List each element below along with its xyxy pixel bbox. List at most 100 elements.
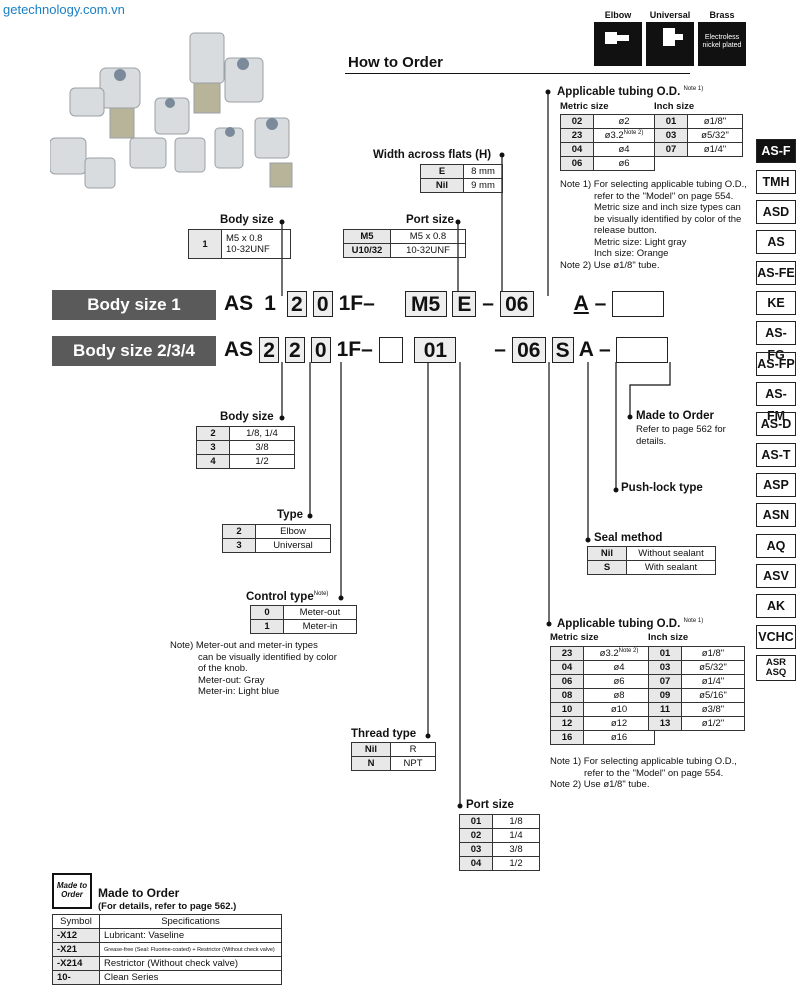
tubing-2-m-key-3: 08	[550, 688, 584, 703]
code2-prefix: AS	[224, 338, 254, 361]
elbow-icon	[594, 22, 642, 66]
variant-brass-label: Brass	[709, 10, 735, 20]
sidebar-tab-as-fe[interactable]: AS-FE	[756, 261, 796, 285]
page-title: How to Order	[348, 54, 444, 71]
sidebar-tab-tmh[interactable]: TMH	[756, 170, 796, 194]
control-notes: Note) Meter-out and meter-in types can b…	[170, 640, 350, 698]
tubing-1-m-key-1: 23	[560, 128, 594, 143]
mto-box-title: Made to Order	[98, 886, 180, 900]
tubing-1-metric-label: Metric size	[560, 101, 609, 112]
type-key-1: 3	[222, 538, 256, 553]
variant-elbow-label: Elbow	[604, 10, 632, 20]
code1-type: 2	[286, 291, 307, 318]
sidebar-tab-as-t[interactable]: AS-T	[756, 443, 796, 467]
tubing-2-note-1: refer to the "Model" on page 554.	[584, 767, 724, 779]
code1-width: E	[452, 291, 477, 318]
brass-badge: Electroless nickel plated	[698, 22, 746, 66]
sidebar-tab-ak[interactable]: AK	[756, 594, 796, 618]
tubing-2-label: Applicable tubing O.D. Note 1)	[557, 618, 703, 630]
port-2-key-3: 04	[459, 856, 493, 871]
tubing-2-m-val-3: ø8	[583, 688, 655, 703]
tubing-2-i-val-4: ø3/8"	[681, 702, 745, 717]
body-size-1-label: Body size	[220, 214, 274, 226]
brass-badge-text: Electroless nickel plated	[702, 34, 742, 49]
tubing-2-m-key-1: 04	[550, 660, 584, 675]
code2-port: 01	[414, 337, 457, 364]
mto-callout-label: Made to Order	[636, 410, 714, 422]
body-size-2-val-0: 1/8, 1/4	[229, 426, 295, 441]
width-flats-label: Width across flats (H)	[373, 149, 492, 161]
width-flats-val-1: 9 mm	[463, 178, 503, 193]
sidebar-tab-asr-asq[interactable]: ASR ASQ	[756, 655, 796, 681]
mto-callout-text-0: Refer to page 562 for	[636, 424, 726, 435]
tubing-1-notes: Note 1) For selecting applicable tubing …	[560, 179, 750, 271]
code1-body: 1	[264, 292, 276, 315]
tubing-1-note-2: Metric size and inch size types can	[594, 202, 741, 213]
tubing-1-m-key-3: 06	[560, 156, 594, 171]
sidebar-tab-ke[interactable]: KE	[756, 291, 796, 315]
control-key-0: 0	[250, 605, 284, 620]
tubing-2-m-key-6: 16	[550, 730, 584, 745]
tubing-2-m-val-0: ø3.2Note 2)	[583, 646, 655, 661]
tubing-2-note-2: Note 2) Use ø1/8" tube.	[550, 779, 650, 790]
tubing-1-m-val-2: ø4	[593, 142, 655, 157]
code2-dash2: –	[598, 338, 611, 361]
sidebar-tab-asv[interactable]: ASV	[756, 564, 796, 588]
port-2-val-1: 1/4	[492, 828, 540, 843]
tubing-1-m-val-0: ø2	[593, 114, 655, 129]
port-2-key-1: 02	[459, 828, 493, 843]
port-size-1-label: Port size	[406, 214, 454, 226]
sidebar-tab-as-fp[interactable]: AS-FP	[756, 352, 796, 376]
code2-type: 2	[284, 337, 305, 364]
port-size-1-val-0: M5 x 0.8	[390, 229, 466, 244]
control-note-1: can be visually identified by color	[198, 651, 337, 663]
tubing-1-label-text: Applicable tubing O.D.	[557, 86, 681, 98]
sidebar-tab-aq[interactable]: AQ	[756, 534, 796, 558]
tubing-2-metric-label: Metric size	[550, 632, 599, 643]
sidebar-tab-as-fg[interactable]: AS-FG	[756, 321, 796, 362]
code1-dash: –	[482, 292, 494, 315]
code2-mto-box	[616, 337, 669, 364]
thread-val-0: R	[390, 742, 436, 757]
mto-header-symbol: Symbol	[52, 914, 100, 929]
sidebar-tab-vchc[interactable]: VCHC	[756, 625, 796, 649]
tubing-2-i-val-5: ø1/2"	[681, 716, 745, 731]
made-to-order-badge: Made to Order	[52, 873, 92, 909]
sidebar-tab-as[interactable]: AS	[756, 230, 796, 254]
mto-row-1-symbol: -X21	[52, 942, 100, 957]
body-size-2-key-2: 4	[196, 454, 230, 469]
body-size-2-val-1: 3/8	[229, 440, 295, 455]
tubing-1-i-key-0: 01	[654, 114, 688, 129]
sidebar-tab-as-f[interactable]: AS-F	[756, 139, 796, 163]
tubing-1-i-key-2: 07	[654, 142, 688, 157]
type-val-0: Elbow	[255, 524, 331, 539]
sidebar-tab-asn[interactable]: ASN	[756, 503, 796, 527]
sidebar-tab-asp[interactable]: ASP	[756, 473, 796, 497]
tubing-2-m-key-4: 10	[550, 702, 584, 717]
control-note-4: Meter-in: Light blue	[198, 686, 280, 697]
sidebar-tab-asd[interactable]: ASD	[756, 200, 796, 224]
tubing-2-i-key-5: 13	[648, 716, 682, 731]
tubing-2-m-key-0: 23	[550, 646, 584, 661]
mto-header-spec: Specifications	[99, 914, 282, 929]
tubing-2-i-key-0: 01	[648, 646, 682, 661]
port-size-1-val-1: 10-32UNF	[390, 243, 466, 258]
seal-key-0: Nil	[587, 546, 627, 561]
body-size-1-value: M5 x 0.8 10-32UNF	[221, 229, 291, 259]
body-size-2-val-2: 1/2	[229, 454, 295, 469]
tubing-2-m-val-1: ø4	[583, 660, 655, 675]
code1-dash2: –	[594, 292, 607, 315]
tubing-1-m-val-3: ø6	[593, 156, 655, 171]
mto-callout-text-1: details.	[636, 435, 667, 447]
tubing-2-m-key-5: 12	[550, 716, 584, 731]
code2-dash: –	[494, 338, 506, 361]
sidebar-tab-as-d[interactable]: AS-D	[756, 412, 796, 436]
sidebar-tab-as-fm[interactable]: AS-FM	[756, 382, 796, 423]
